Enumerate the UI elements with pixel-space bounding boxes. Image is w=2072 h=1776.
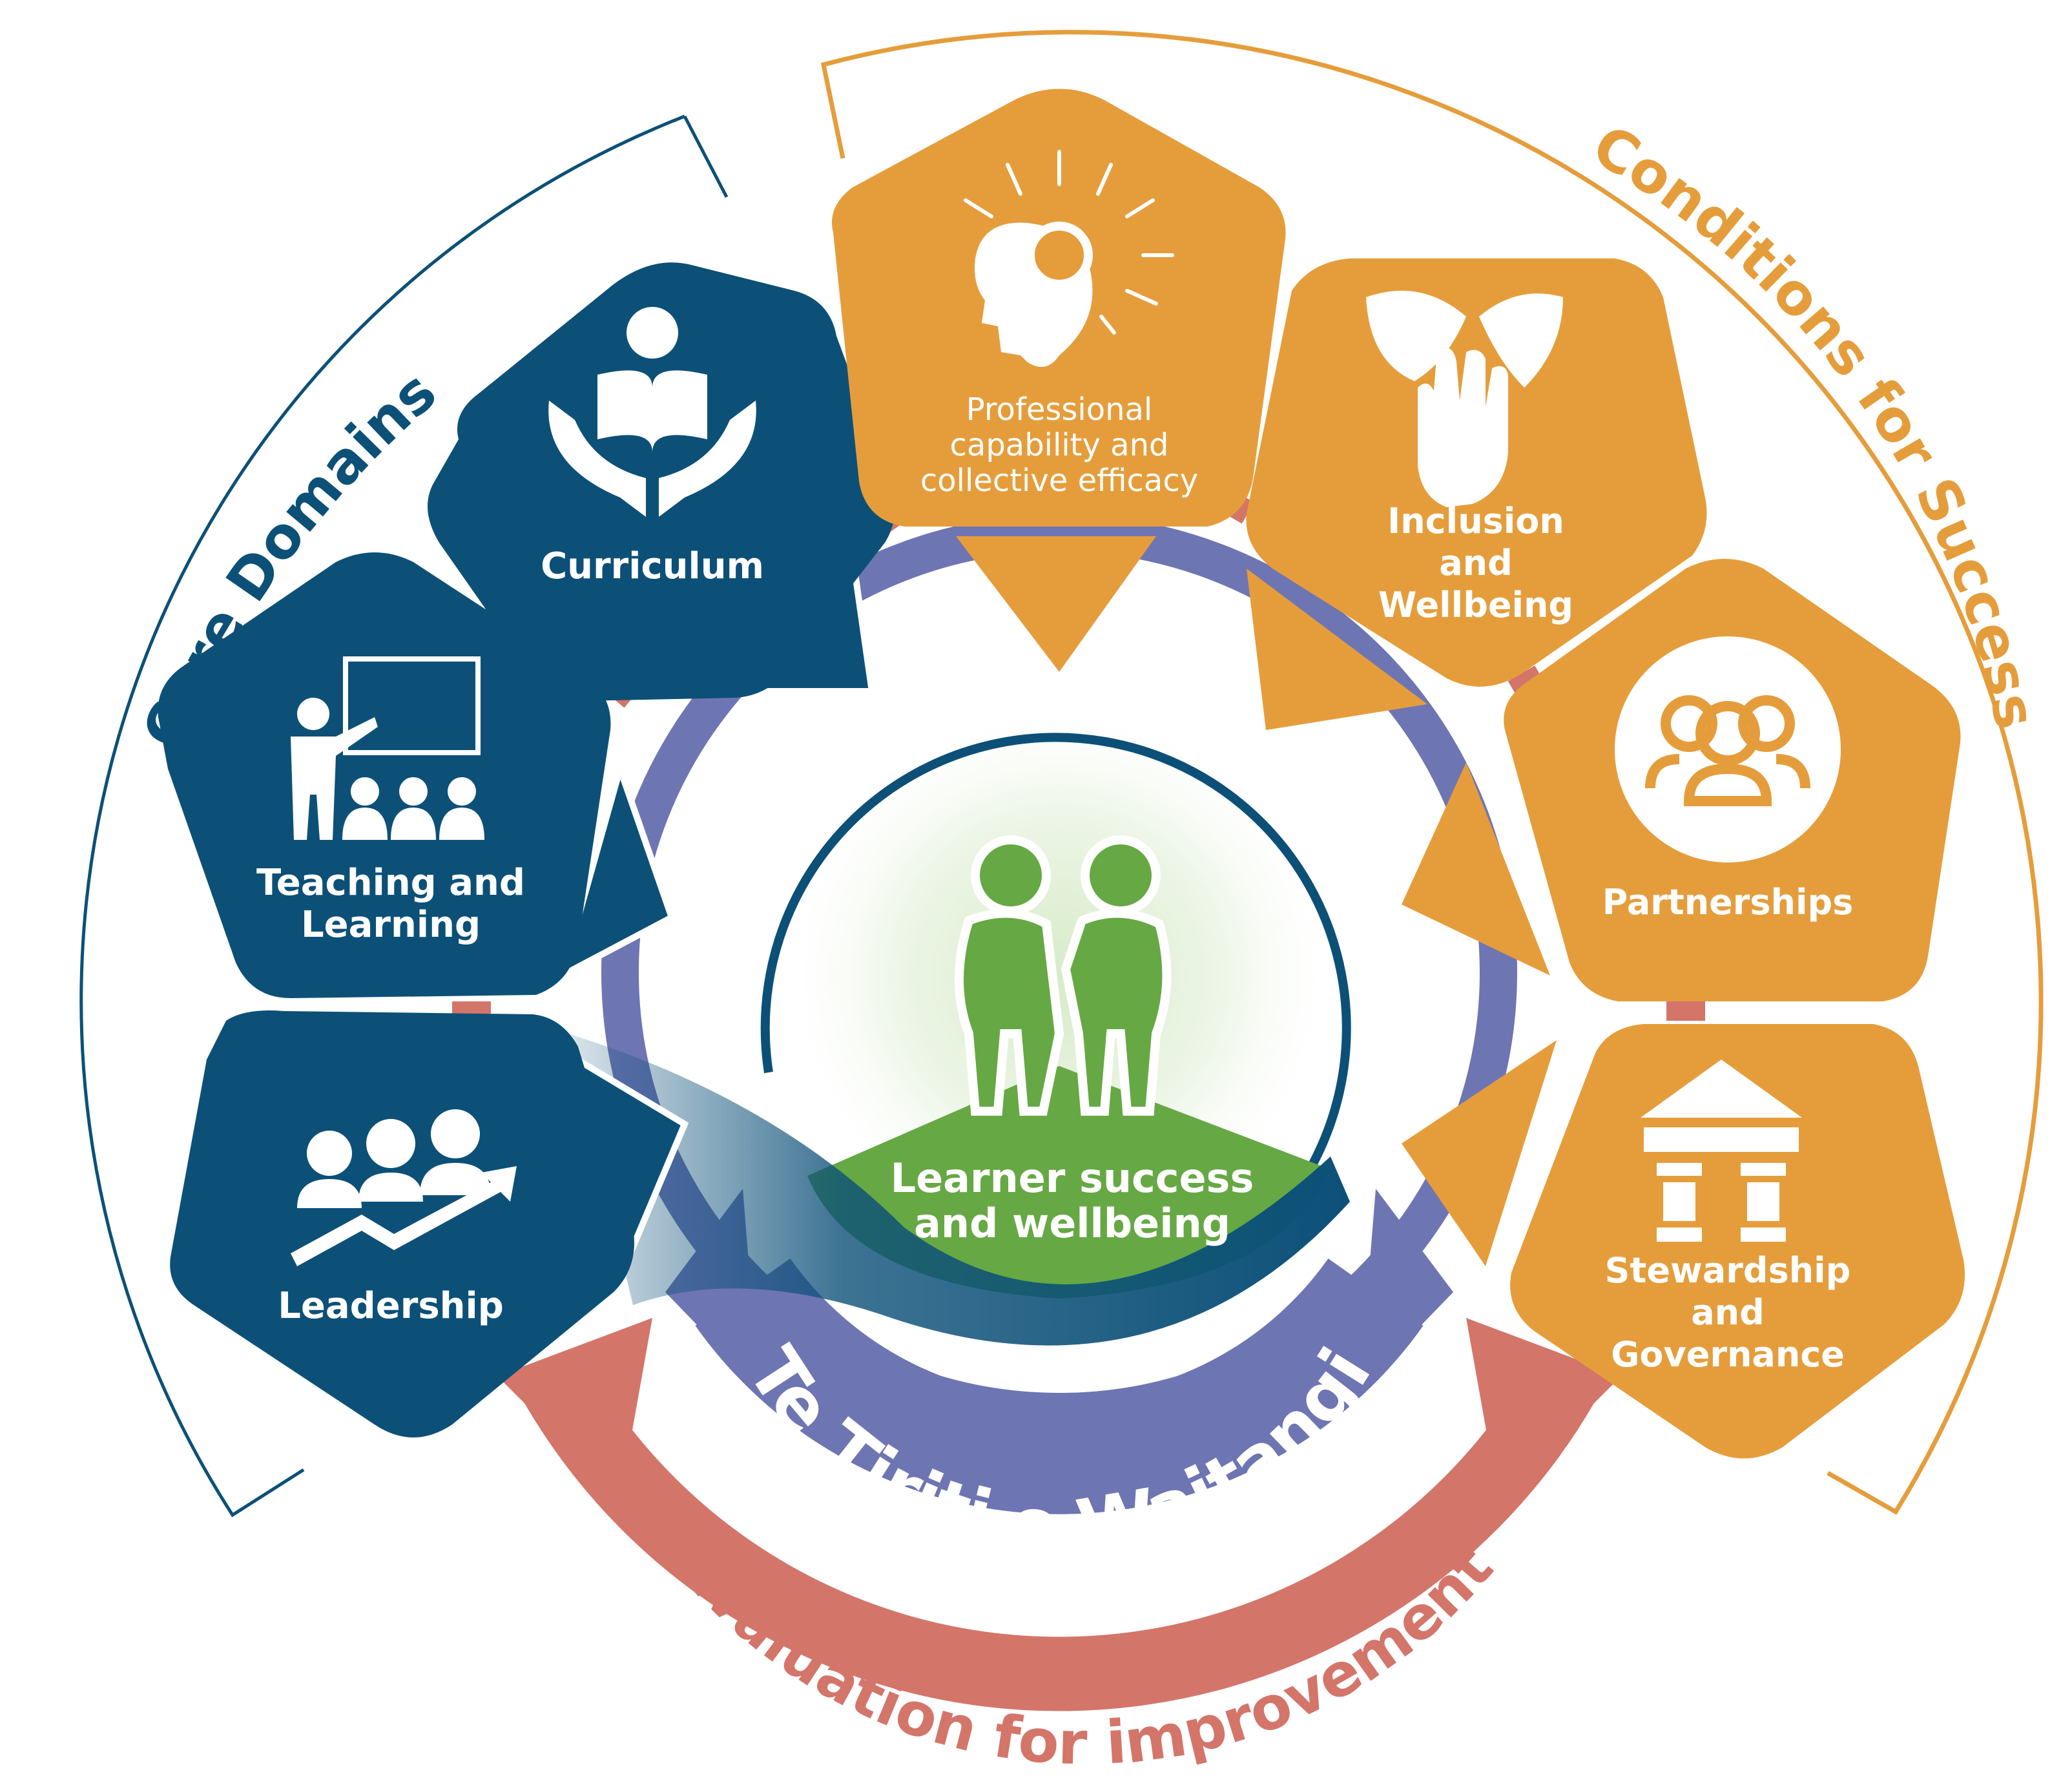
center-glow bbox=[782, 698, 1337, 1253]
people-growth-arrow-icon bbox=[291, 1109, 517, 1266]
teaching-label-line-1: Teaching and bbox=[256, 862, 525, 904]
professional-label-line-2: capability and bbox=[950, 427, 1169, 463]
navy-swoosh bbox=[568, 1034, 1350, 1346]
evaluation-arc bbox=[523, 1364, 1595, 1711]
inclusion-label-line-3: Wellbeing bbox=[1378, 585, 1573, 625]
stewardship-label-line-3: Governance bbox=[1611, 1334, 1845, 1375]
inclusion-label-line-1: Inclusion bbox=[1387, 501, 1564, 541]
curriculum-pentagon[interactable]: Curriculum bbox=[428, 262, 895, 701]
stewardship-label-line-2: and bbox=[1691, 1292, 1765, 1333]
teaching-label-line-2: Learning bbox=[301, 904, 481, 946]
hands-holding-book-icon bbox=[548, 307, 756, 517]
inclusion-pentagon[interactable]: Inclusion and Wellbeing bbox=[1246, 258, 1707, 687]
treaty-band bbox=[695, 1258, 1424, 1514]
treaty-arrowhead-right bbox=[1360, 1189, 1453, 1389]
hand-leaves-icon bbox=[1366, 291, 1563, 507]
group-icon bbox=[1645, 695, 1810, 806]
teacher-whiteboard-icon bbox=[291, 656, 484, 840]
stewardship-pentagon[interactable]: Stewardship and Governance bbox=[1510, 1024, 1965, 1459]
two-students-icon bbox=[955, 835, 1172, 1116]
leadership-pentagon[interactable]: Leadership bbox=[170, 1010, 634, 1437]
inclusion-label-line-2: and bbox=[1439, 543, 1513, 583]
professional-pentagon[interactable]: Professional capability and collective e… bbox=[832, 89, 1286, 527]
center-label-line-1: Learner success bbox=[891, 1154, 1254, 1202]
stewardship-label-line-1: Stewardship bbox=[1605, 1250, 1851, 1291]
core-domains-bracket bbox=[79, 114, 729, 1518]
center-label-line-2: and wellbeing bbox=[914, 1200, 1230, 1247]
professional-label-line-1: Professional bbox=[966, 392, 1152, 428]
partnerships-pentagon[interactable]: Partnerships bbox=[1504, 559, 1961, 1001]
professional-label-line-3: collective efficacy bbox=[920, 463, 1198, 499]
curriculum-label: Curriculum bbox=[541, 545, 764, 587]
green-hill bbox=[807, 1066, 1331, 1299]
leadership-label: Leadership bbox=[278, 1285, 504, 1327]
conditions-bracket bbox=[820, 30, 2044, 1515]
inward-arrows bbox=[956, 536, 1557, 1266]
evaluation-arrowhead-left bbox=[497, 1318, 652, 1499]
center-ring bbox=[760, 733, 1351, 1218]
head-gear-icon bbox=[964, 150, 1174, 367]
partnerships-label: Partnerships bbox=[1602, 882, 1854, 923]
building-icon bbox=[1641, 1060, 1802, 1242]
teaching-learning-pentagon[interactable]: Teaching and Learning bbox=[158, 552, 611, 998]
